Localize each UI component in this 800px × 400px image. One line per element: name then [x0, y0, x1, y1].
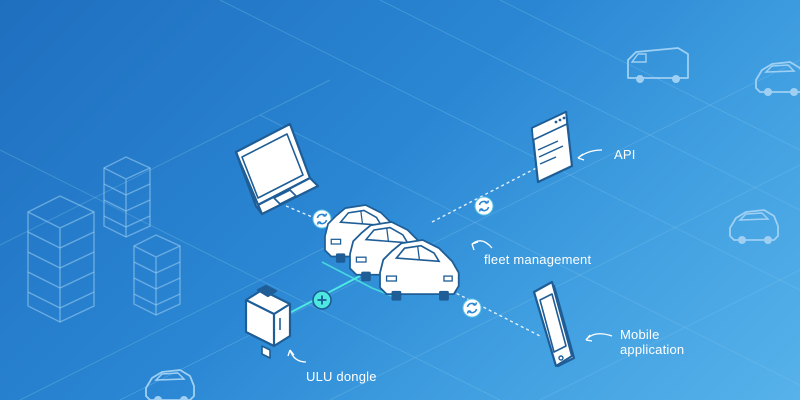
document-icon [530, 110, 574, 184]
mobile-application-label-line2: application [620, 342, 685, 357]
server-racks [27, 156, 181, 323]
ulu-dongle-label: ULU dongle [306, 369, 377, 384]
server-rack-icon [103, 156, 151, 238]
pointer-fleet [471, 240, 493, 249]
sync-icon [474, 196, 494, 216]
connector-mobile [445, 287, 541, 337]
connector-api [431, 161, 549, 223]
label-pointers [287, 149, 613, 363]
laptop-icon [234, 122, 320, 216]
server-rack-icon [27, 195, 95, 323]
car-icon [729, 209, 779, 245]
sync-icon [462, 298, 482, 318]
plus-icon [312, 290, 332, 310]
dongle-icon [244, 284, 292, 359]
van-icon [627, 47, 689, 84]
mobile-application-label: Mobile application [620, 327, 684, 357]
pointer-mobile [585, 333, 613, 341]
fleet-management-label: fleet management [484, 252, 592, 267]
server-rack-icon [133, 234, 181, 316]
fleet-cars [324, 204, 460, 302]
api-label: API [614, 147, 636, 162]
pointer-dongle [289, 349, 307, 363]
mobile-application-label-line1: Mobile [620, 327, 660, 342]
smartphone-icon [532, 280, 576, 368]
pointer-api [577, 149, 603, 159]
